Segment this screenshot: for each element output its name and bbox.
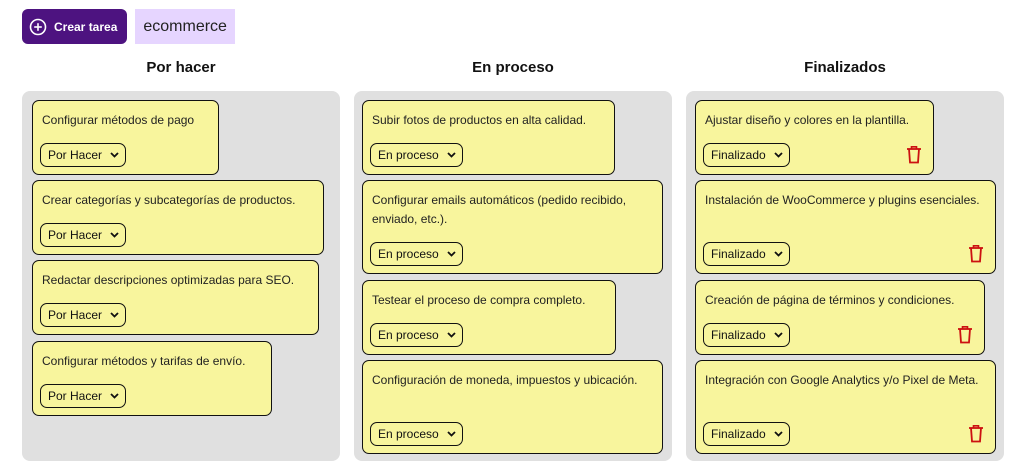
status-value: Finalizado xyxy=(711,148,766,162)
chevron-down-icon xyxy=(774,332,783,338)
trash-icon[interactable] xyxy=(957,325,973,344)
task-text: Redactar descripciones optimizadas para … xyxy=(42,273,295,287)
status-value: En proceso xyxy=(378,427,439,441)
chevron-down-icon xyxy=(110,393,119,399)
project-name-tag: ecommerce xyxy=(135,9,235,44)
status-value: Finalizado xyxy=(711,247,766,261)
task-card[interactable]: Configurar métodos y tarifas de envío. P… xyxy=(32,341,272,416)
plus-circle-icon xyxy=(29,18,47,35)
status-value: Finalizado xyxy=(711,427,766,441)
task-text: Configurar métodos y tarifas de envío. xyxy=(42,354,246,368)
status-value: Por Hacer xyxy=(48,148,103,162)
task-card[interactable]: Testear el proceso de compra completo. E… xyxy=(362,280,616,355)
column-en-proceso: Subir fotos de productos en alta calidad… xyxy=(354,91,672,461)
status-select[interactable]: Finalizado xyxy=(703,323,790,347)
chevron-down-icon xyxy=(447,251,456,257)
chevron-down-icon xyxy=(447,332,456,338)
task-text: Testear el proceso de compra completo. xyxy=(372,293,586,307)
task-card[interactable]: Crear categorías y subcategorías de prod… xyxy=(32,180,324,255)
status-select[interactable]: Por Hacer xyxy=(40,223,127,247)
task-card[interactable]: Creación de página de términos y condici… xyxy=(695,280,985,355)
task-text: Configurar emails automáticos (pedido re… xyxy=(372,193,627,226)
task-text: Configurar métodos de pago xyxy=(42,113,195,127)
status-value: Por Hacer xyxy=(48,228,103,242)
trash-icon[interactable] xyxy=(906,145,922,164)
chevron-down-icon xyxy=(110,312,119,318)
column-por-hacer: Configurar métodos de pago Por Hacer Cre… xyxy=(22,91,340,461)
chevron-down-icon xyxy=(447,152,456,158)
task-text: Instalación de WooCommerce y plugins ese… xyxy=(705,193,980,207)
status-select[interactable]: Por Hacer xyxy=(40,384,127,408)
status-value: En proceso xyxy=(378,148,439,162)
column-title-finalizados: Finalizados xyxy=(804,59,886,76)
status-select[interactable]: En proceso xyxy=(370,323,463,347)
chevron-down-icon xyxy=(774,152,783,158)
chevron-down-icon xyxy=(110,232,119,238)
status-value: Finalizado xyxy=(711,328,766,342)
status-value: En proceso xyxy=(378,247,439,261)
status-value: Por Hacer xyxy=(48,389,103,403)
status-value: En proceso xyxy=(378,328,439,342)
task-text: Configuración de moneda, impuestos y ubi… xyxy=(372,373,638,387)
task-card[interactable]: Configurar emails automáticos (pedido re… xyxy=(362,180,663,274)
trash-icon[interactable] xyxy=(968,424,984,443)
task-card[interactable]: Ajustar diseño y colores en la plantilla… xyxy=(695,100,934,175)
chevron-down-icon xyxy=(447,431,456,437)
chevron-down-icon xyxy=(774,251,783,257)
chevron-down-icon xyxy=(774,431,783,437)
create-task-button[interactable]: Crear tarea xyxy=(22,9,128,44)
status-select[interactable]: En proceso xyxy=(370,242,463,266)
task-text: Subir fotos de productos en alta calidad… xyxy=(372,113,587,127)
status-select[interactable]: Finalizado xyxy=(703,143,790,167)
status-select[interactable]: Por Hacer xyxy=(40,143,127,167)
column-finalizados: Ajustar diseño y colores en la plantilla… xyxy=(686,91,1004,461)
task-text: Creación de página de términos y condici… xyxy=(705,293,955,307)
task-card[interactable]: Instalación de WooCommerce y plugins ese… xyxy=(695,180,996,274)
trash-icon[interactable] xyxy=(968,244,984,263)
chevron-down-icon xyxy=(110,152,119,158)
task-text: Ajustar diseño y colores en la plantilla… xyxy=(705,113,910,127)
task-card[interactable]: Configurar métodos de pago Por Hacer xyxy=(32,100,219,175)
task-card[interactable]: Configuración de moneda, impuestos y ubi… xyxy=(362,360,663,454)
task-card[interactable]: Integración con Google Analytics y/o Pix… xyxy=(695,360,996,454)
column-title-por-hacer: Por hacer xyxy=(146,59,216,76)
create-task-label: Crear tarea xyxy=(54,19,118,34)
status-select[interactable]: En proceso xyxy=(370,143,463,167)
status-select[interactable]: Finalizado xyxy=(703,242,790,266)
toolbar: Crear tarea ecommerce xyxy=(22,9,235,44)
task-card[interactable]: Redactar descripciones optimizadas para … xyxy=(32,260,319,335)
task-text: Crear categorías y subcategorías de prod… xyxy=(42,193,296,207)
column-title-en-proceso: En proceso xyxy=(472,59,554,76)
task-card[interactable]: Subir fotos de productos en alta calidad… xyxy=(362,100,615,175)
status-value: Por Hacer xyxy=(48,308,103,322)
status-select[interactable]: Por Hacer xyxy=(40,303,127,327)
status-select[interactable]: Finalizado xyxy=(703,422,790,446)
status-select[interactable]: En proceso xyxy=(370,422,463,446)
task-text: Integración con Google Analytics y/o Pix… xyxy=(705,373,979,387)
